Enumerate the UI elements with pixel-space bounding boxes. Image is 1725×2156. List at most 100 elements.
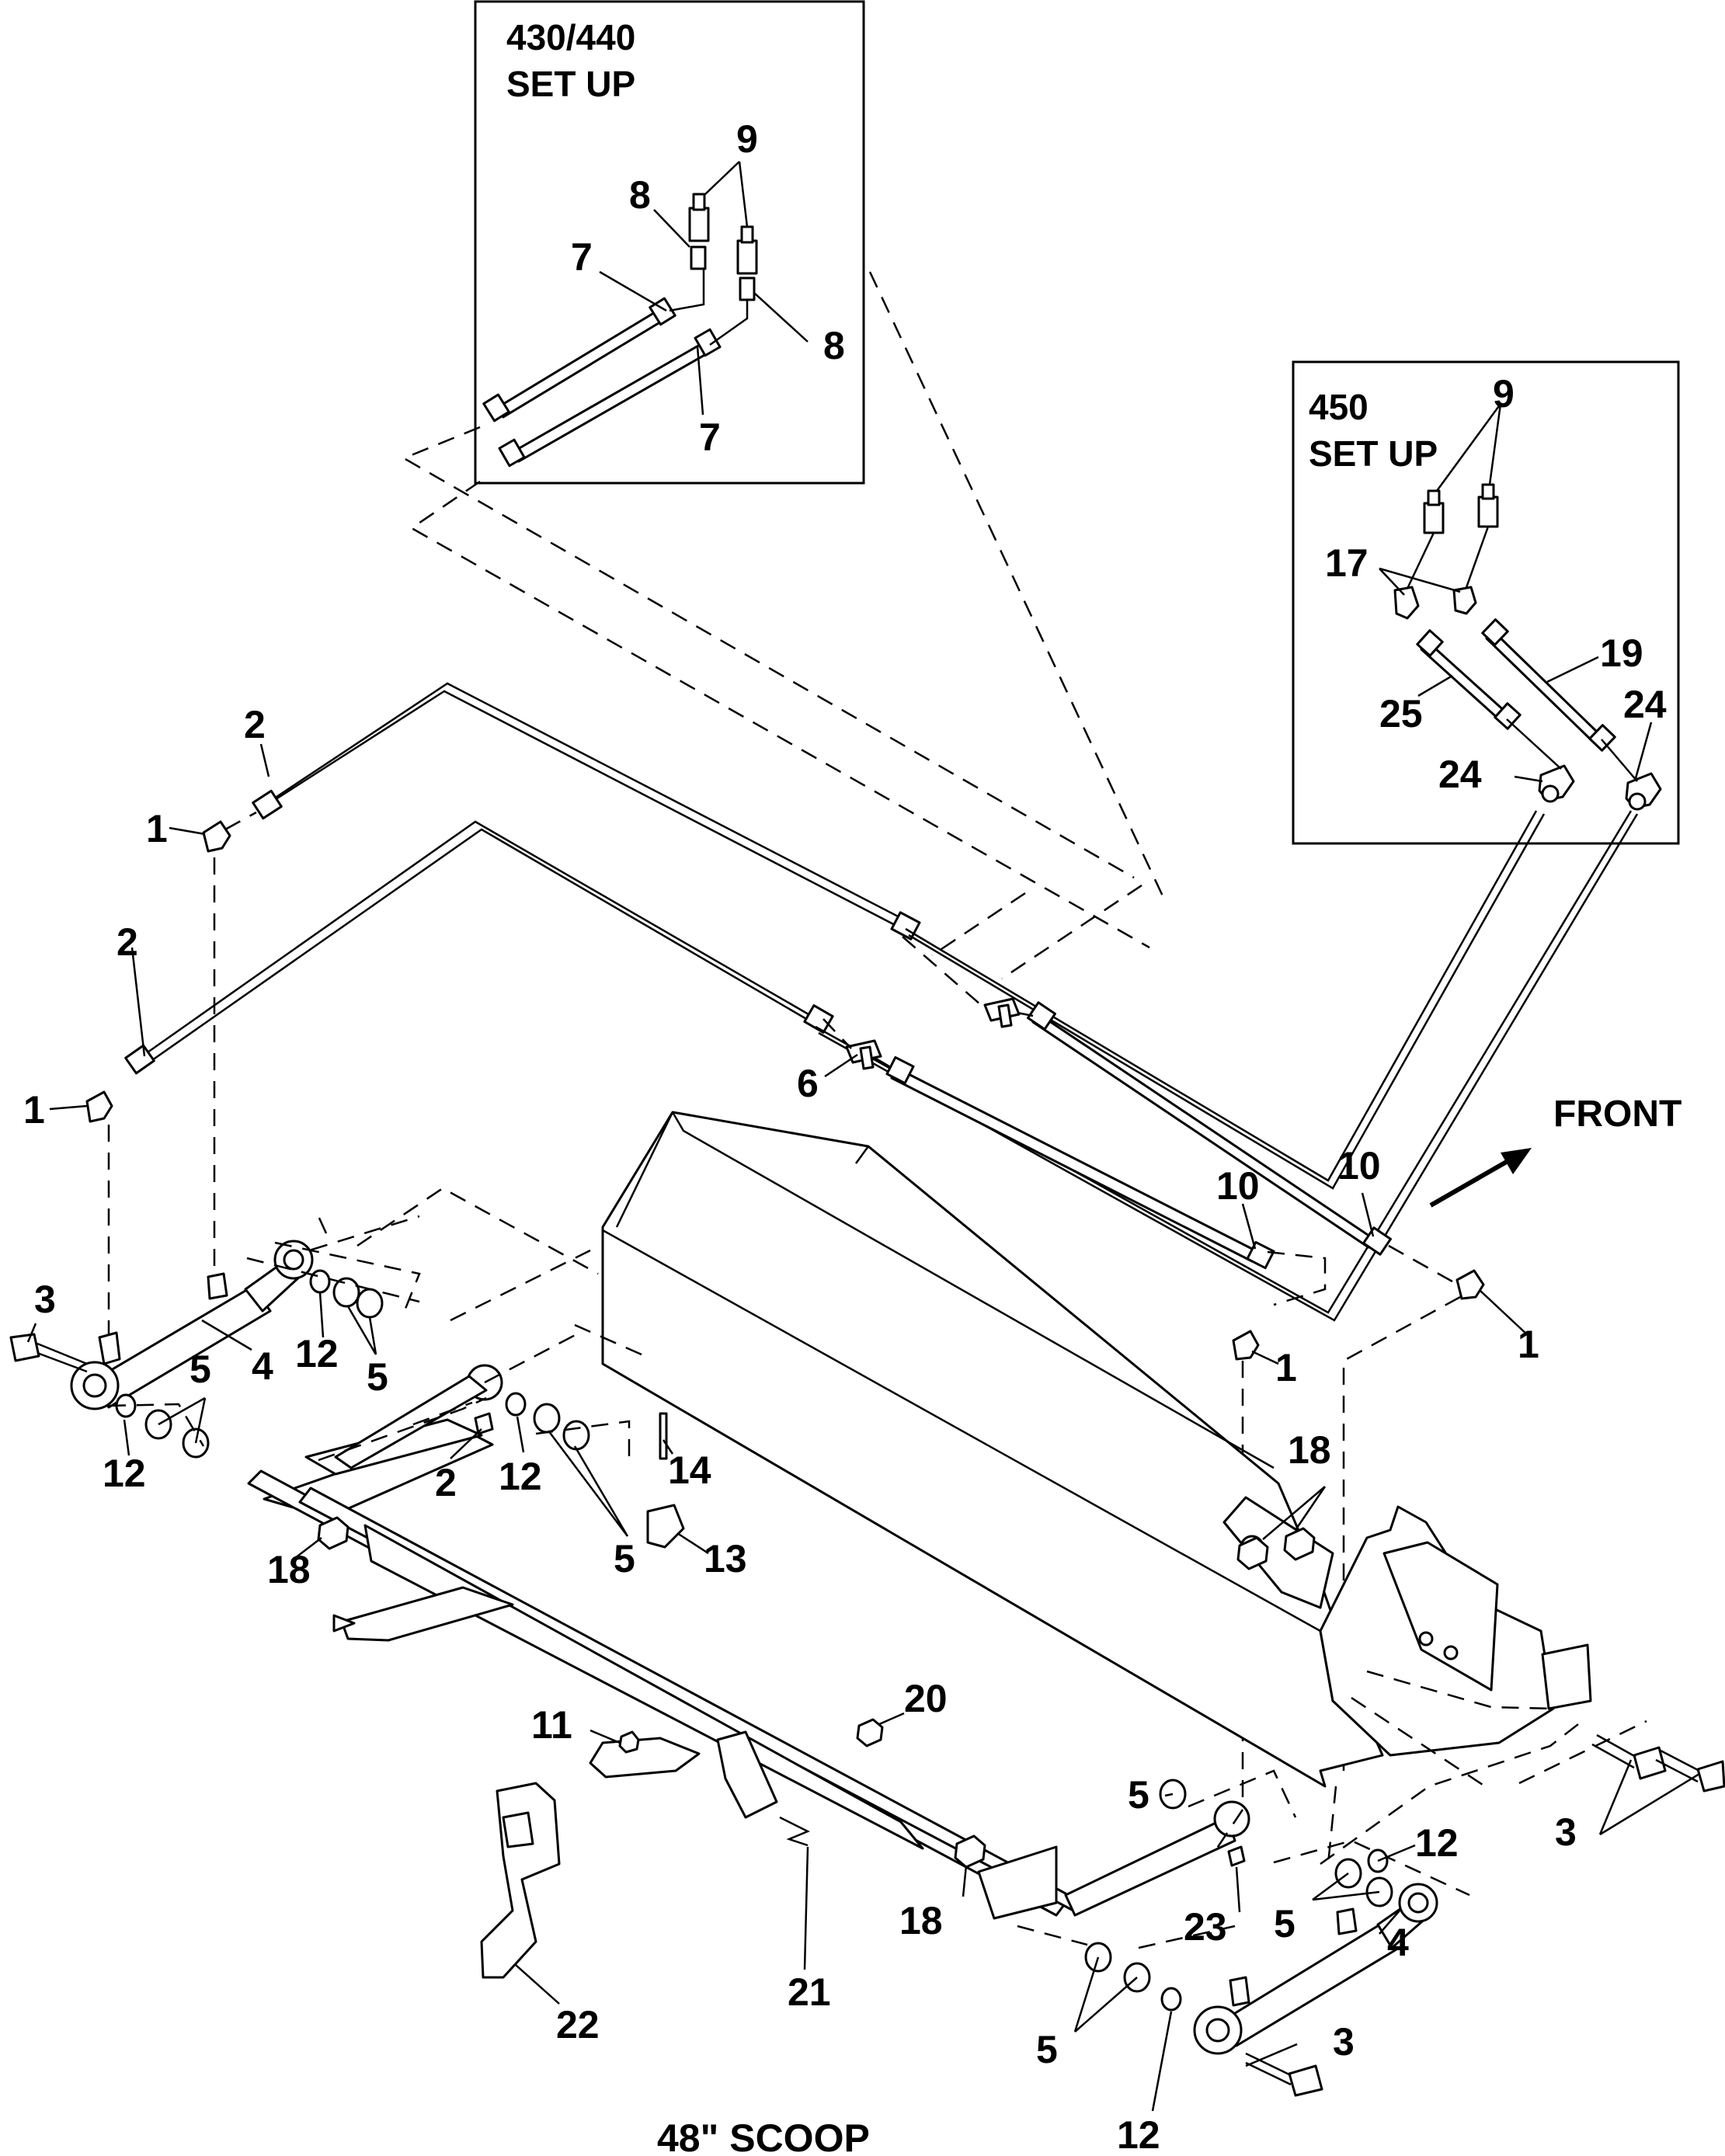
bolts-3-right-upper <box>1591 1733 1725 1793</box>
callout-18: 18 <box>267 1548 311 1591</box>
callout-18: 18 <box>1288 1428 1331 1472</box>
hose-7-upper <box>482 297 676 423</box>
callout-8: 8 <box>823 324 845 367</box>
fitting-9-450-left <box>1404 489 1445 593</box>
callout-10: 10 <box>1216 1164 1260 1208</box>
dash-1-to-2-upper <box>224 811 257 831</box>
callout-2: 2 <box>117 920 138 964</box>
callout-25: 25 <box>1379 692 1423 735</box>
hose-10-right <box>1027 1001 1392 1256</box>
inset-450-title: 450 <box>1309 387 1369 427</box>
steel-tube-2-upper <box>252 682 921 941</box>
main-leaders <box>26 743 1700 2112</box>
callout-3: 3 <box>1555 1810 1577 1854</box>
callout-24: 24 <box>1438 753 1482 796</box>
callout-9: 9 <box>1493 372 1515 416</box>
callout-5: 5 <box>1128 1773 1149 1817</box>
callout-2: 2 <box>244 703 266 746</box>
inset-430-440-frame <box>474 0 865 485</box>
bolt-3-left <box>9 1333 88 1373</box>
hose-25 <box>1416 629 1522 730</box>
lift-frame <box>247 1364 1250 1979</box>
callout-20: 20 <box>904 1677 948 1720</box>
hose-10-left <box>885 1055 1275 1270</box>
washers-left <box>115 1269 590 1459</box>
cylinder-4-left <box>70 1240 314 1410</box>
callout-10: 10 <box>1337 1144 1381 1188</box>
callout-6: 6 <box>797 1062 819 1105</box>
leader-8a <box>653 209 690 248</box>
callout-5: 5 <box>1274 1902 1295 1946</box>
callout-12: 12 <box>499 1455 542 1498</box>
callout-3: 3 <box>34 1278 56 1321</box>
inset-450-frame <box>1292 360 1680 845</box>
elbow-17-right <box>1452 586 1477 615</box>
hose-19 <box>1481 618 1616 752</box>
hose-link-left <box>1506 718 1562 770</box>
bolt-3-right-lower <box>1245 2052 1323 2097</box>
scoop-body <box>601 1111 1592 1788</box>
elbow-1-upper <box>202 820 231 853</box>
callout-11: 11 <box>531 1703 572 1747</box>
inset-450-subtitle: SET UP <box>1309 433 1438 474</box>
leader-7b <box>696 346 704 416</box>
callout-21: 21 <box>788 1970 831 2014</box>
leader-8b <box>754 293 809 343</box>
hose-7-lower <box>498 328 722 468</box>
callout-19: 19 <box>1600 631 1643 675</box>
fitting-9-left <box>688 193 710 242</box>
elbow-24-left <box>1538 764 1575 803</box>
inset-430-440-title: 430/440 <box>506 17 635 57</box>
elbow-1-right-lower <box>1232 1330 1260 1361</box>
callout-7: 7 <box>571 235 593 279</box>
dashed-routing <box>402 271 1167 980</box>
callout-3: 3 <box>1333 2020 1355 2064</box>
callout-4: 4 <box>252 1344 273 1388</box>
leader-24b <box>1634 722 1653 779</box>
fitting-8-left <box>669 245 707 312</box>
elbow-24-right <box>1625 772 1662 811</box>
fitting-9-450-right <box>1463 483 1499 593</box>
callout-23: 23 <box>1184 1905 1227 1949</box>
callout-8: 8 <box>629 173 651 217</box>
nut-20 <box>856 1718 884 1747</box>
callout-1: 1 <box>23 1088 45 1132</box>
callout-4: 4 <box>1387 1921 1409 1964</box>
dash-frame-assembly <box>283 1187 1647 1949</box>
callout-22: 22 <box>556 2003 600 2046</box>
callout-5: 5 <box>367 1355 388 1399</box>
fitting-8-right <box>709 276 756 346</box>
nut-18-bottom <box>954 1834 986 1869</box>
cylinder-4-right <box>1193 1883 1438 2055</box>
leader-9-inset-430 <box>704 161 749 228</box>
leader-25 <box>1417 674 1453 697</box>
inset-450-setup: 450 SET UP <box>1292 360 1680 845</box>
callout-9: 9 <box>736 117 758 161</box>
callout-14: 14 <box>668 1448 711 1492</box>
callout-1: 1 <box>1275 1346 1297 1389</box>
leader-9-inset-450 <box>1435 403 1502 492</box>
inset-430-440-setup: 430/440 SET UP <box>474 0 865 485</box>
tee-6-right <box>983 997 1021 1028</box>
callout-5: 5 <box>1036 2028 1058 2071</box>
callout-24: 24 <box>1623 683 1667 726</box>
nut-11 <box>618 1730 640 1754</box>
inset-430-440-subtitle: SET UP <box>506 64 635 104</box>
dash-left-cylinder-links <box>107 857 631 1463</box>
nuts-18-right <box>1236 1527 1316 1570</box>
callout-5: 5 <box>190 1348 211 1391</box>
callout-18: 18 <box>899 1899 943 1942</box>
callout-12: 12 <box>1117 2113 1160 2156</box>
dash-right-hose-routing <box>1241 1244 1461 1810</box>
callout-12: 12 <box>295 1332 339 1375</box>
elbow-1-lower <box>85 1090 113 1123</box>
callout-1: 1 <box>1518 1323 1539 1366</box>
callout-12: 12 <box>1415 1821 1459 1865</box>
front-label: FRONT <box>1553 1094 1682 1135</box>
callout-12: 12 <box>103 1452 146 1495</box>
callout-5: 5 <box>614 1537 635 1580</box>
leader-7a <box>599 270 667 312</box>
diagram-caption: 48" SCOOP <box>657 2116 870 2156</box>
steel-tube-2-lower <box>124 820 834 1075</box>
